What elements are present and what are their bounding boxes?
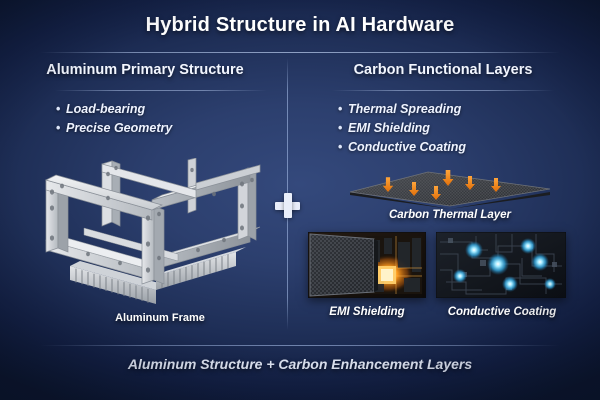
bullet-marker-icon: • — [56, 121, 61, 135]
bullet-marker-icon: • — [338, 121, 343, 135]
left-heading-underline — [55, 90, 267, 91]
list-item: • Conductive Coating — [338, 138, 466, 157]
right-bullet-list: • Thermal Spreading • EMI Shielding • Condu… — [338, 100, 466, 157]
emi-shielding-image — [307, 231, 427, 299]
footer-summary: Aluminum Structure + Carbon Enhancement … — [127, 356, 473, 372]
list-item-label: EMI Shielding — [348, 121, 430, 135]
bullet-marker-icon: • — [338, 102, 343, 116]
aluminum-frame-caption: Aluminum Frame — [115, 312, 205, 324]
conductive-coating-image — [435, 231, 567, 299]
carbon-thermal-layer-caption: Carbon Thermal Layer — [388, 209, 512, 221]
bullet-marker-icon: • — [338, 140, 343, 154]
list-item: • Load-bearing — [56, 100, 172, 119]
aluminum-frame-image — [28, 158, 264, 308]
left-bullet-list: • Load-bearing • Precise Geometry — [56, 100, 172, 138]
emi-shielding-caption: EMI Shielding — [329, 306, 405, 318]
title-divider-rule — [40, 52, 560, 53]
conductive-coating-caption: Conductive Coating — [447, 306, 557, 318]
list-item: • Precise Geometry — [56, 119, 172, 138]
plus-icon — [275, 193, 300, 218]
carbon-shield-panel — [309, 233, 378, 297]
list-item-label: Precise Geometry — [66, 121, 173, 135]
bullet-marker-icon: • — [56, 102, 61, 116]
carbon-thermal-layer-image — [336, 162, 564, 210]
right-heading-underline — [332, 90, 554, 91]
footer-divider-rule — [40, 345, 560, 346]
list-item: • Thermal Spreading — [338, 100, 466, 119]
list-item-label: Conductive Coating — [348, 140, 467, 154]
list-item: • EMI Shielding — [338, 119, 466, 138]
right-column-heading: Carbon Functional Layers — [353, 62, 533, 78]
list-item-label: Load-bearing — [66, 102, 146, 116]
page-title: Hybrid Structure in AI Hardware — [145, 14, 455, 36]
left-column-heading: Aluminum Primary Structure — [46, 62, 244, 78]
list-item-label: Thermal Spreading — [348, 102, 462, 116]
